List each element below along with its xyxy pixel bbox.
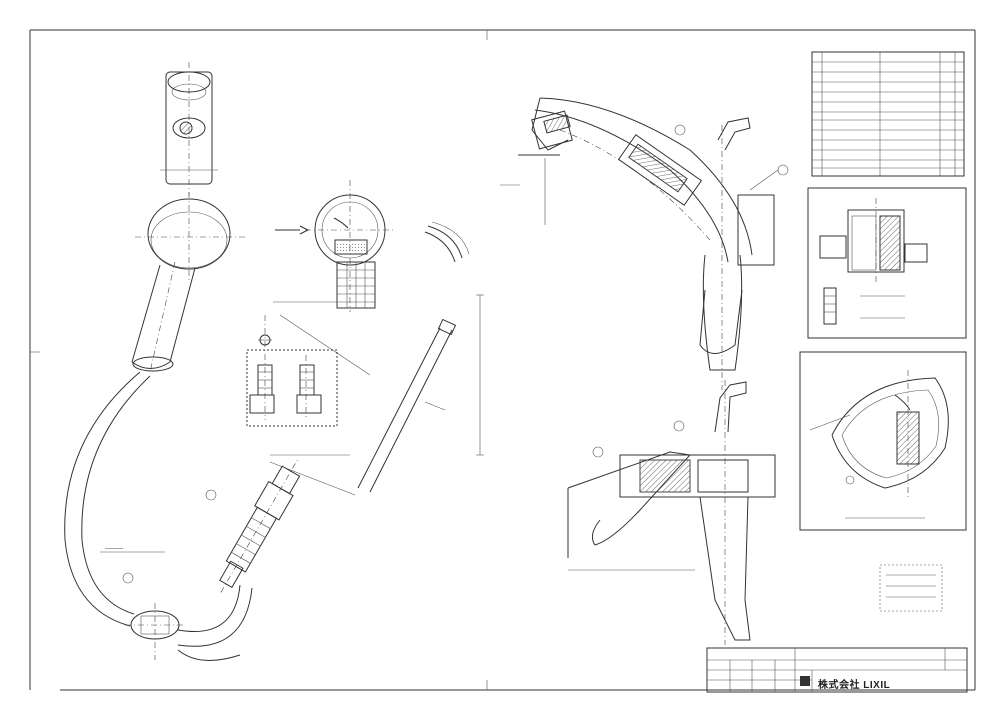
detail-box-spout: [799, 351, 967, 531]
thread-section: [336, 261, 376, 309]
faucet-side-view: [500, 97, 789, 390]
hose-length-view: [269, 221, 484, 496]
shower-head-front-view: ———: [64, 62, 301, 661]
faucet-bottom-view: [567, 380, 776, 645]
section-detail-view: [246, 180, 395, 456]
stamp-area: [879, 564, 943, 612]
valve-cartridge: [617, 134, 703, 206]
svg-text:———: ———: [105, 546, 123, 552]
parts-list-table: [811, 51, 965, 177]
company-name: 株式会社 LIXIL: [818, 680, 891, 691]
drawing-border: [29, 29, 976, 691]
detail-box-cartridge: [807, 187, 967, 339]
title-block-lines: [706, 647, 968, 693]
